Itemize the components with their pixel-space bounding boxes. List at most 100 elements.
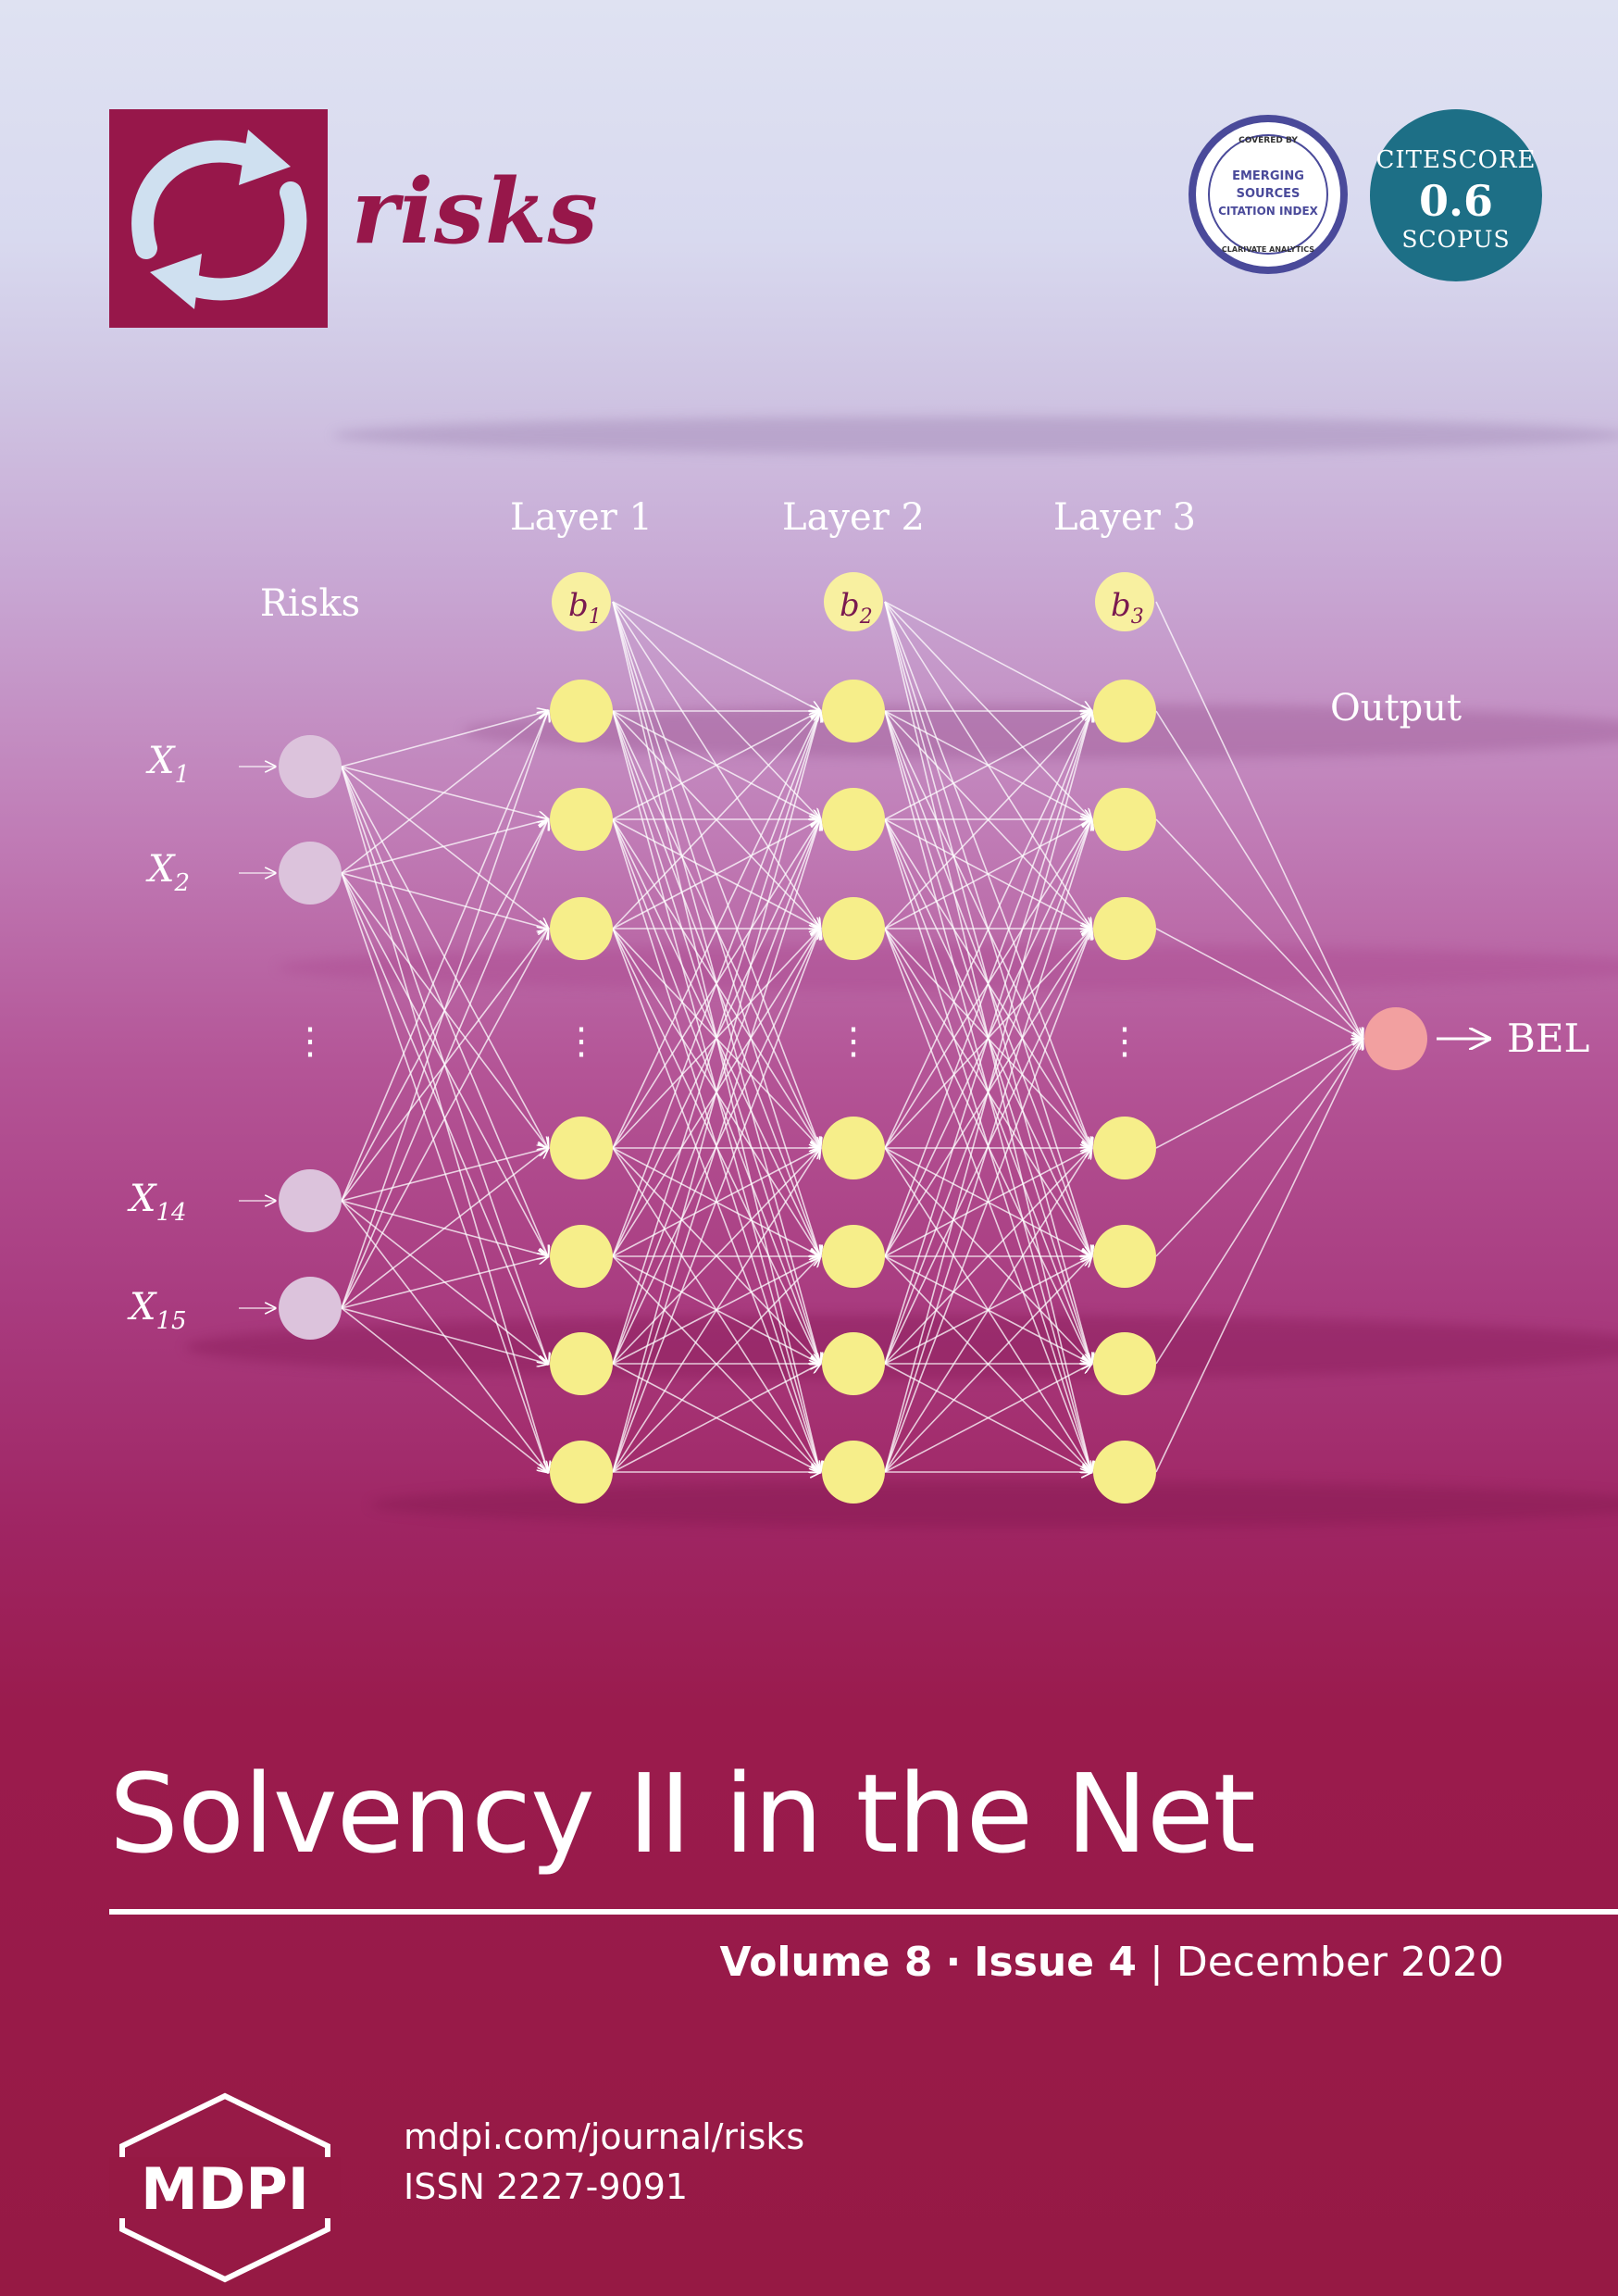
hidden-node xyxy=(550,1332,613,1395)
network-edge xyxy=(341,1256,548,1309)
network-edge xyxy=(341,929,548,1309)
network-edge xyxy=(612,601,820,711)
hidden-node xyxy=(1093,1117,1156,1179)
esci-badge: COVERED BY EMERGING SOURCES CITATION IND… xyxy=(1189,115,1348,274)
hidden-node xyxy=(822,897,885,960)
network-edge xyxy=(884,711,1091,1149)
input-label: X15 xyxy=(127,1286,187,1335)
hidden-node xyxy=(822,1117,885,1179)
network-edge xyxy=(884,819,1091,1473)
hidden-node xyxy=(550,788,613,851)
citescore-source: SCOPUS xyxy=(1401,226,1511,253)
layer-heading: Layer 1 xyxy=(510,496,653,539)
network-edge xyxy=(612,711,820,1257)
publisher-name: MDPI xyxy=(141,2155,309,2223)
network-edge xyxy=(1155,818,1363,1039)
issue-date: December 2020 xyxy=(1176,1939,1504,1986)
citescore-value: 0.6 xyxy=(1418,176,1494,226)
output-node xyxy=(1364,1007,1427,1070)
hidden-node xyxy=(1093,1441,1156,1504)
output-heading: Output xyxy=(1330,687,1462,730)
network-edge xyxy=(341,1148,548,1309)
network-edge xyxy=(1155,1039,1363,1473)
input-node xyxy=(279,1169,342,1232)
hidden-node xyxy=(822,1225,885,1288)
network-edge xyxy=(612,711,820,1365)
layer-ellipsis: ⋮ xyxy=(563,1020,600,1063)
network-edge xyxy=(884,1256,1091,1473)
network-nodes xyxy=(279,572,1427,1504)
issue-number: Issue 4 xyxy=(974,1939,1138,1986)
network-edge xyxy=(884,1364,1091,1473)
hidden-node xyxy=(550,1117,613,1179)
title-rule xyxy=(109,1909,1618,1915)
bias-label: b2 xyxy=(840,587,873,629)
input-label: X2 xyxy=(145,848,190,897)
bias-node xyxy=(824,572,883,631)
network-edges xyxy=(239,601,1363,1473)
issue-separator: · xyxy=(945,1939,962,1986)
network-edge xyxy=(884,1148,1091,1473)
esci-top-text: COVERED BY xyxy=(1238,136,1298,145)
input-node xyxy=(279,842,342,905)
network-edge xyxy=(341,711,548,1202)
layer-heading: Layer 3 xyxy=(1053,496,1196,539)
network-edge xyxy=(1155,1039,1363,1365)
esci-line: EMERGING xyxy=(1232,169,1304,183)
issue-divider: | xyxy=(1150,1939,1164,1986)
citescore-label: CITESCORE xyxy=(1375,146,1537,174)
esci-line: CITATION INDEX xyxy=(1218,205,1319,218)
network-edge xyxy=(1155,1039,1363,1149)
network-edge xyxy=(612,1364,820,1473)
network-edge xyxy=(612,711,820,1473)
network-edge xyxy=(612,819,820,1473)
layer-heading: Layer 2 xyxy=(782,496,925,539)
network-edge xyxy=(612,711,820,820)
network-edge xyxy=(884,711,1091,930)
network-edge xyxy=(341,1307,548,1364)
hidden-node xyxy=(822,1441,885,1504)
bias-node xyxy=(552,572,611,631)
hidden-node xyxy=(822,680,885,742)
issue-line: Volume 8 · Issue 4 | December 2020 xyxy=(720,1939,1504,1986)
output-label: BEL xyxy=(1507,1016,1589,1061)
network-edge xyxy=(612,929,820,1473)
hidden-node xyxy=(550,1441,613,1504)
network-edge xyxy=(341,711,548,767)
network-edge xyxy=(341,766,548,929)
bias-node xyxy=(1095,572,1154,631)
bias-label: b3 xyxy=(1111,587,1144,629)
network-edge xyxy=(341,819,548,874)
network-edge xyxy=(341,819,548,1309)
network-edge xyxy=(341,1307,548,1472)
network-edge xyxy=(612,1256,820,1473)
network-edge xyxy=(341,872,548,929)
network-edge xyxy=(884,601,1091,711)
network-edge xyxy=(1155,601,1363,1039)
hidden-node xyxy=(1093,1225,1156,1288)
layer-ellipsis: ⋮ xyxy=(1106,1020,1143,1063)
journal-name: risks xyxy=(352,159,599,264)
network-edge xyxy=(884,711,1091,1257)
esci-bottom-text: CLARIVATE ANALYTICS xyxy=(1222,245,1314,254)
mdpi-logo: MDPI xyxy=(109,2092,341,2283)
input-ellipsis: ⋮ xyxy=(292,1020,329,1063)
network-edge xyxy=(612,711,820,1149)
network-edge xyxy=(884,929,1091,1473)
network-edge xyxy=(612,1148,820,1365)
network-edge xyxy=(884,711,1091,1365)
hidden-node xyxy=(550,897,613,960)
bias-label: b1 xyxy=(568,587,602,629)
network-edge xyxy=(612,711,820,930)
network-edge xyxy=(1155,928,1363,1039)
input-label: X1 xyxy=(145,740,190,789)
cycle-arrows-icon xyxy=(131,130,307,309)
journal-url[interactable]: mdpi.com/journal/risks xyxy=(404,2116,805,2157)
layer-ellipsis: ⋮ xyxy=(835,1020,872,1063)
network-edge xyxy=(1155,710,1363,1039)
hidden-node xyxy=(1093,1332,1156,1395)
network-edge xyxy=(884,601,1091,1148)
hidden-node xyxy=(1093,788,1156,851)
input-node xyxy=(279,735,342,798)
